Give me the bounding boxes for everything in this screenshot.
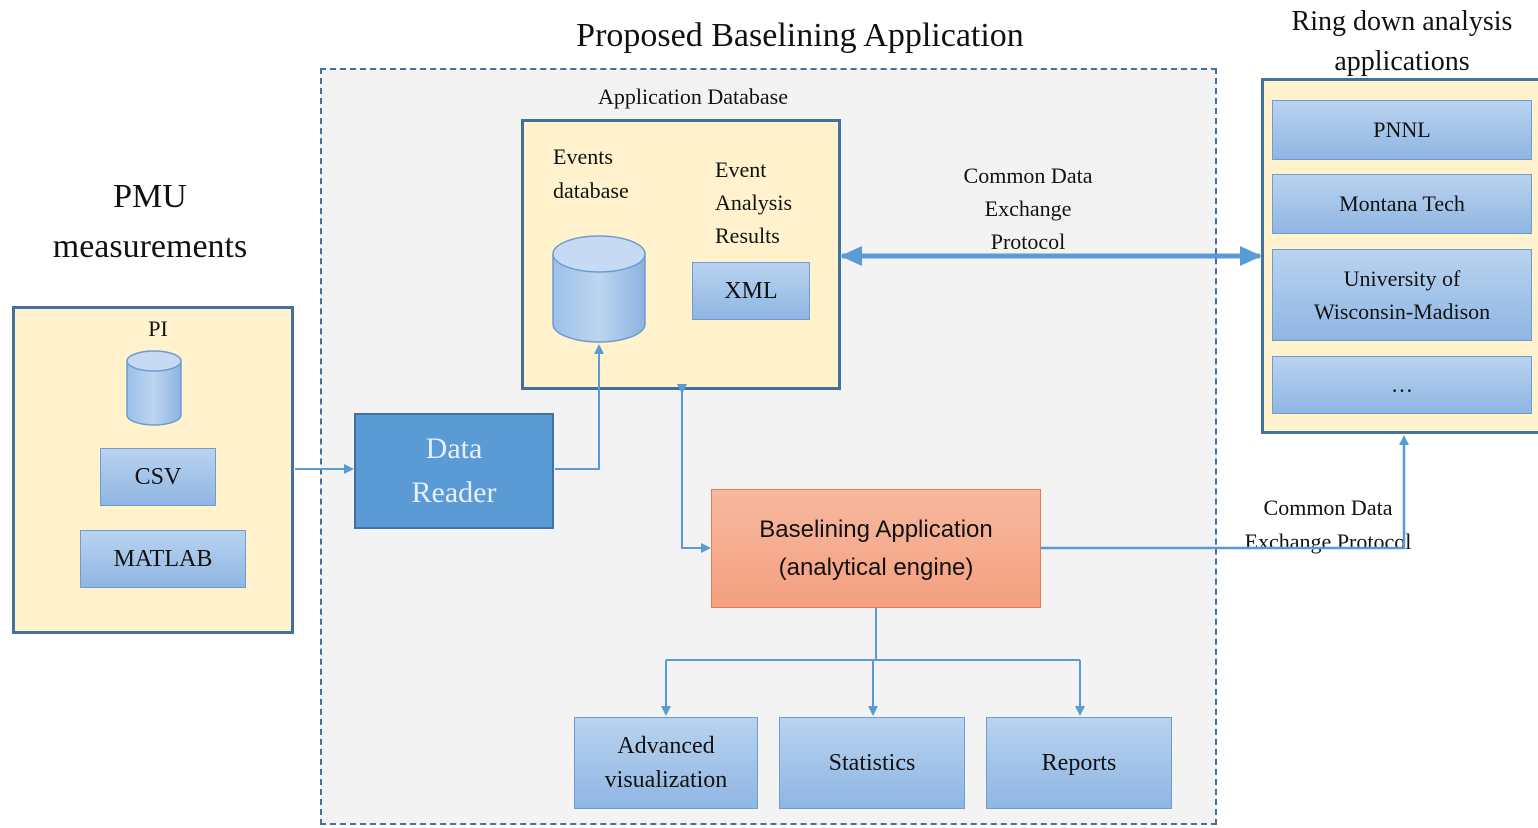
- baselining-engine-line2: (analytical engine): [778, 553, 974, 581]
- baselining-engine-box: Baselining Application (analytical engin…: [711, 489, 1041, 608]
- diagram-title: Proposed Baselining Application: [576, 17, 1024, 54]
- csv-box: CSV: [100, 448, 216, 506]
- events-database-label: Events database: [553, 144, 629, 203]
- advanced-visualization-box: Advanced visualization: [574, 717, 758, 809]
- pi-label: PI: [148, 316, 168, 341]
- ringdown-item-pnnl: PNNL: [1272, 100, 1532, 160]
- pmu-heading: PMU measurements: [52, 178, 248, 265]
- reports-box: Reports: [986, 717, 1172, 809]
- app-database-caption: Application Database: [598, 84, 788, 109]
- matlab-box: MATLAB: [80, 530, 246, 588]
- ringdown-item-montana-tech: Montana Tech: [1272, 174, 1532, 234]
- ringdown-heading: Ring down analysis applications: [1291, 6, 1513, 77]
- data-reader-box: Data Reader: [354, 413, 554, 529]
- ringdown-item-uw-madison: University of Wisconsin-Madison: [1272, 249, 1532, 341]
- statistics-box: Statistics: [779, 717, 965, 809]
- event-analysis-results-label: Event Analysis Results: [715, 157, 792, 248]
- baselining-engine-line1: Baselining Application: [759, 515, 993, 543]
- xml-box: XML: [692, 262, 810, 320]
- exchange-protocol-bottom-label: Common Data Exchange Protocol: [1244, 495, 1412, 554]
- ringdown-item-more: …: [1272, 356, 1532, 414]
- exchange-protocol-top-label: Common Data Exchange Protocol: [963, 162, 1093, 254]
